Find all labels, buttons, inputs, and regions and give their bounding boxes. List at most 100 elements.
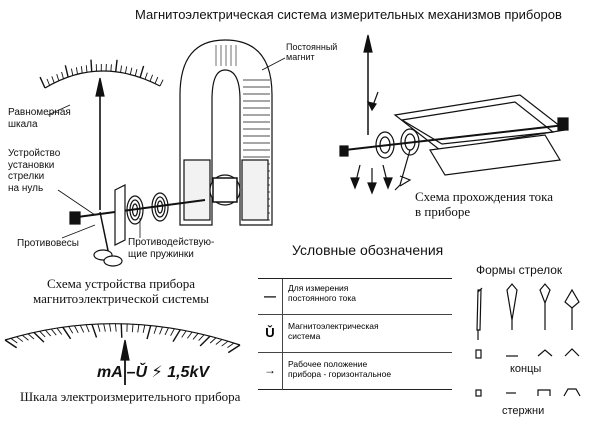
tick-mark	[110, 64, 112, 72]
current-path-scheme	[339, 34, 569, 195]
arrow-shapes-title: Формы стрелок	[476, 263, 563, 277]
tick-mark	[164, 327, 169, 336]
main-pointer	[95, 77, 105, 210]
label-scale-caption: Шкала электроизмерительного прибора	[20, 389, 241, 404]
legend-divider	[282, 315, 283, 353]
tick-mark	[192, 333, 199, 340]
page-title: Магнитоэлектрическая система измерительн…	[135, 7, 562, 22]
tick-mark	[56, 73, 60, 81]
tick-mark	[227, 344, 241, 354]
tick-mark	[115, 59, 118, 72]
tick-mark	[124, 66, 128, 74]
tick-mark	[16, 336, 24, 342]
label-springs: Противодействую- щие пружинки	[128, 237, 215, 260]
tick-mark	[186, 331, 193, 339]
tick-mark	[103, 323, 106, 332]
tick-mark	[159, 79, 164, 87]
tick-mark	[159, 326, 163, 335]
label-counterweights: Противовесы	[17, 238, 79, 249]
tick-mark	[146, 325, 152, 340]
tick-mark	[39, 330, 46, 338]
legend-row-text: Для измерения постоянного тока	[288, 283, 356, 304]
tick-mark	[172, 329, 181, 342]
arrow-rods-label: стержни	[502, 405, 545, 417]
tick-mark	[120, 323, 123, 338]
tick-mark	[61, 71, 64, 79]
tick-mark	[85, 65, 88, 73]
legend-title: Условные обозначения	[292, 242, 444, 258]
tick-mark	[68, 326, 74, 334]
label-permanent-magnet: Постоянный магнит	[286, 42, 338, 63]
tick-mark	[114, 323, 117, 332]
legend-row: — Для измерения постоянного тока	[258, 279, 452, 314]
tick-mark	[90, 59, 93, 72]
arrow-tips-label: концы	[510, 363, 542, 375]
tick-mark	[153, 326, 158, 334]
tick-mark	[109, 323, 112, 332]
tick-mark	[39, 76, 46, 89]
dc-symbol: —	[264, 289, 276, 303]
tick-mark	[137, 324, 140, 333]
label-zero-device: Устройство установки стрелки на нуль	[8, 148, 61, 194]
tick-mark	[70, 68, 74, 76]
tick-mark	[154, 76, 159, 84]
legend-divider	[282, 353, 283, 390]
tick-mark	[144, 72, 148, 80]
tick-mark	[221, 340, 229, 347]
tick-mark	[56, 327, 63, 335]
scale-readout: mA –Ǔ ⚡ 1,5kV	[97, 364, 210, 381]
tick-mark	[64, 65, 69, 78]
tick-mark	[80, 66, 83, 74]
scale-ticks	[4, 323, 241, 354]
tick-mark	[46, 78, 51, 86]
legend-row: Ǔ Магнитоэлектрическая система	[258, 314, 452, 353]
scale-ticks	[39, 59, 164, 89]
uniform-scale-arc	[39, 59, 164, 89]
tick-mark	[75, 67, 78, 75]
tick-mark	[181, 330, 187, 338]
legend-row-text: Магнитоэлектрическая система	[288, 321, 379, 342]
arrow-shapes	[475, 283, 581, 397]
tick-mark	[170, 328, 175, 336]
tick-mark	[142, 324, 146, 333]
tick-mark	[227, 342, 235, 349]
horizontal-position-symbol: →	[264, 363, 276, 377]
instrument-scale	[4, 323, 241, 385]
legend-row: → Рабочее положение прибора - горизонтал…	[258, 352, 452, 390]
tick-mark	[27, 333, 35, 340]
tick-mark	[50, 328, 57, 336]
tick-mark	[10, 337, 18, 344]
tick-mark	[85, 324, 90, 333]
tick-mark	[91, 324, 98, 338]
tick-mark	[62, 326, 72, 340]
tick-mark	[134, 68, 138, 76]
moving-mechanism	[69, 184, 206, 267]
tick-mark	[4, 339, 18, 349]
tick-mark	[51, 76, 55, 84]
tick-mark	[149, 74, 153, 82]
label-device-scheme: Схема устройства прибора магнитоэлектрич…	[33, 276, 210, 306]
label-uniform-scale: Равномерная шкала	[8, 107, 71, 130]
tick-mark	[199, 335, 211, 347]
tick-mark	[45, 329, 52, 337]
tick-mark	[21, 334, 29, 341]
legend-row-text: Рабочее положение прибора - горизонтальн…	[288, 359, 392, 380]
legend-table: — Для измерения постоянного тока Ǔ Магни…	[258, 278, 452, 390]
tick-mark	[79, 324, 85, 333]
permanent-magnet	[179, 39, 273, 226]
tick-mark	[129, 67, 133, 75]
tick-mark	[97, 323, 101, 332]
tick-mark	[139, 65, 145, 78]
tick-mark	[74, 325, 79, 334]
tick-mark	[33, 331, 45, 343]
tick-mark	[209, 337, 217, 344]
tick-mark	[198, 334, 205, 341]
magnetoelectric-symbol: Ǔ	[265, 325, 275, 340]
tick-mark	[131, 324, 134, 333]
leader-lines	[47, 57, 286, 239]
tick-mark	[215, 339, 223, 345]
tick-mark	[120, 65, 123, 73]
legend-divider	[282, 279, 283, 314]
label-current-path: Схема прохождения тока в приборе	[415, 189, 553, 219]
